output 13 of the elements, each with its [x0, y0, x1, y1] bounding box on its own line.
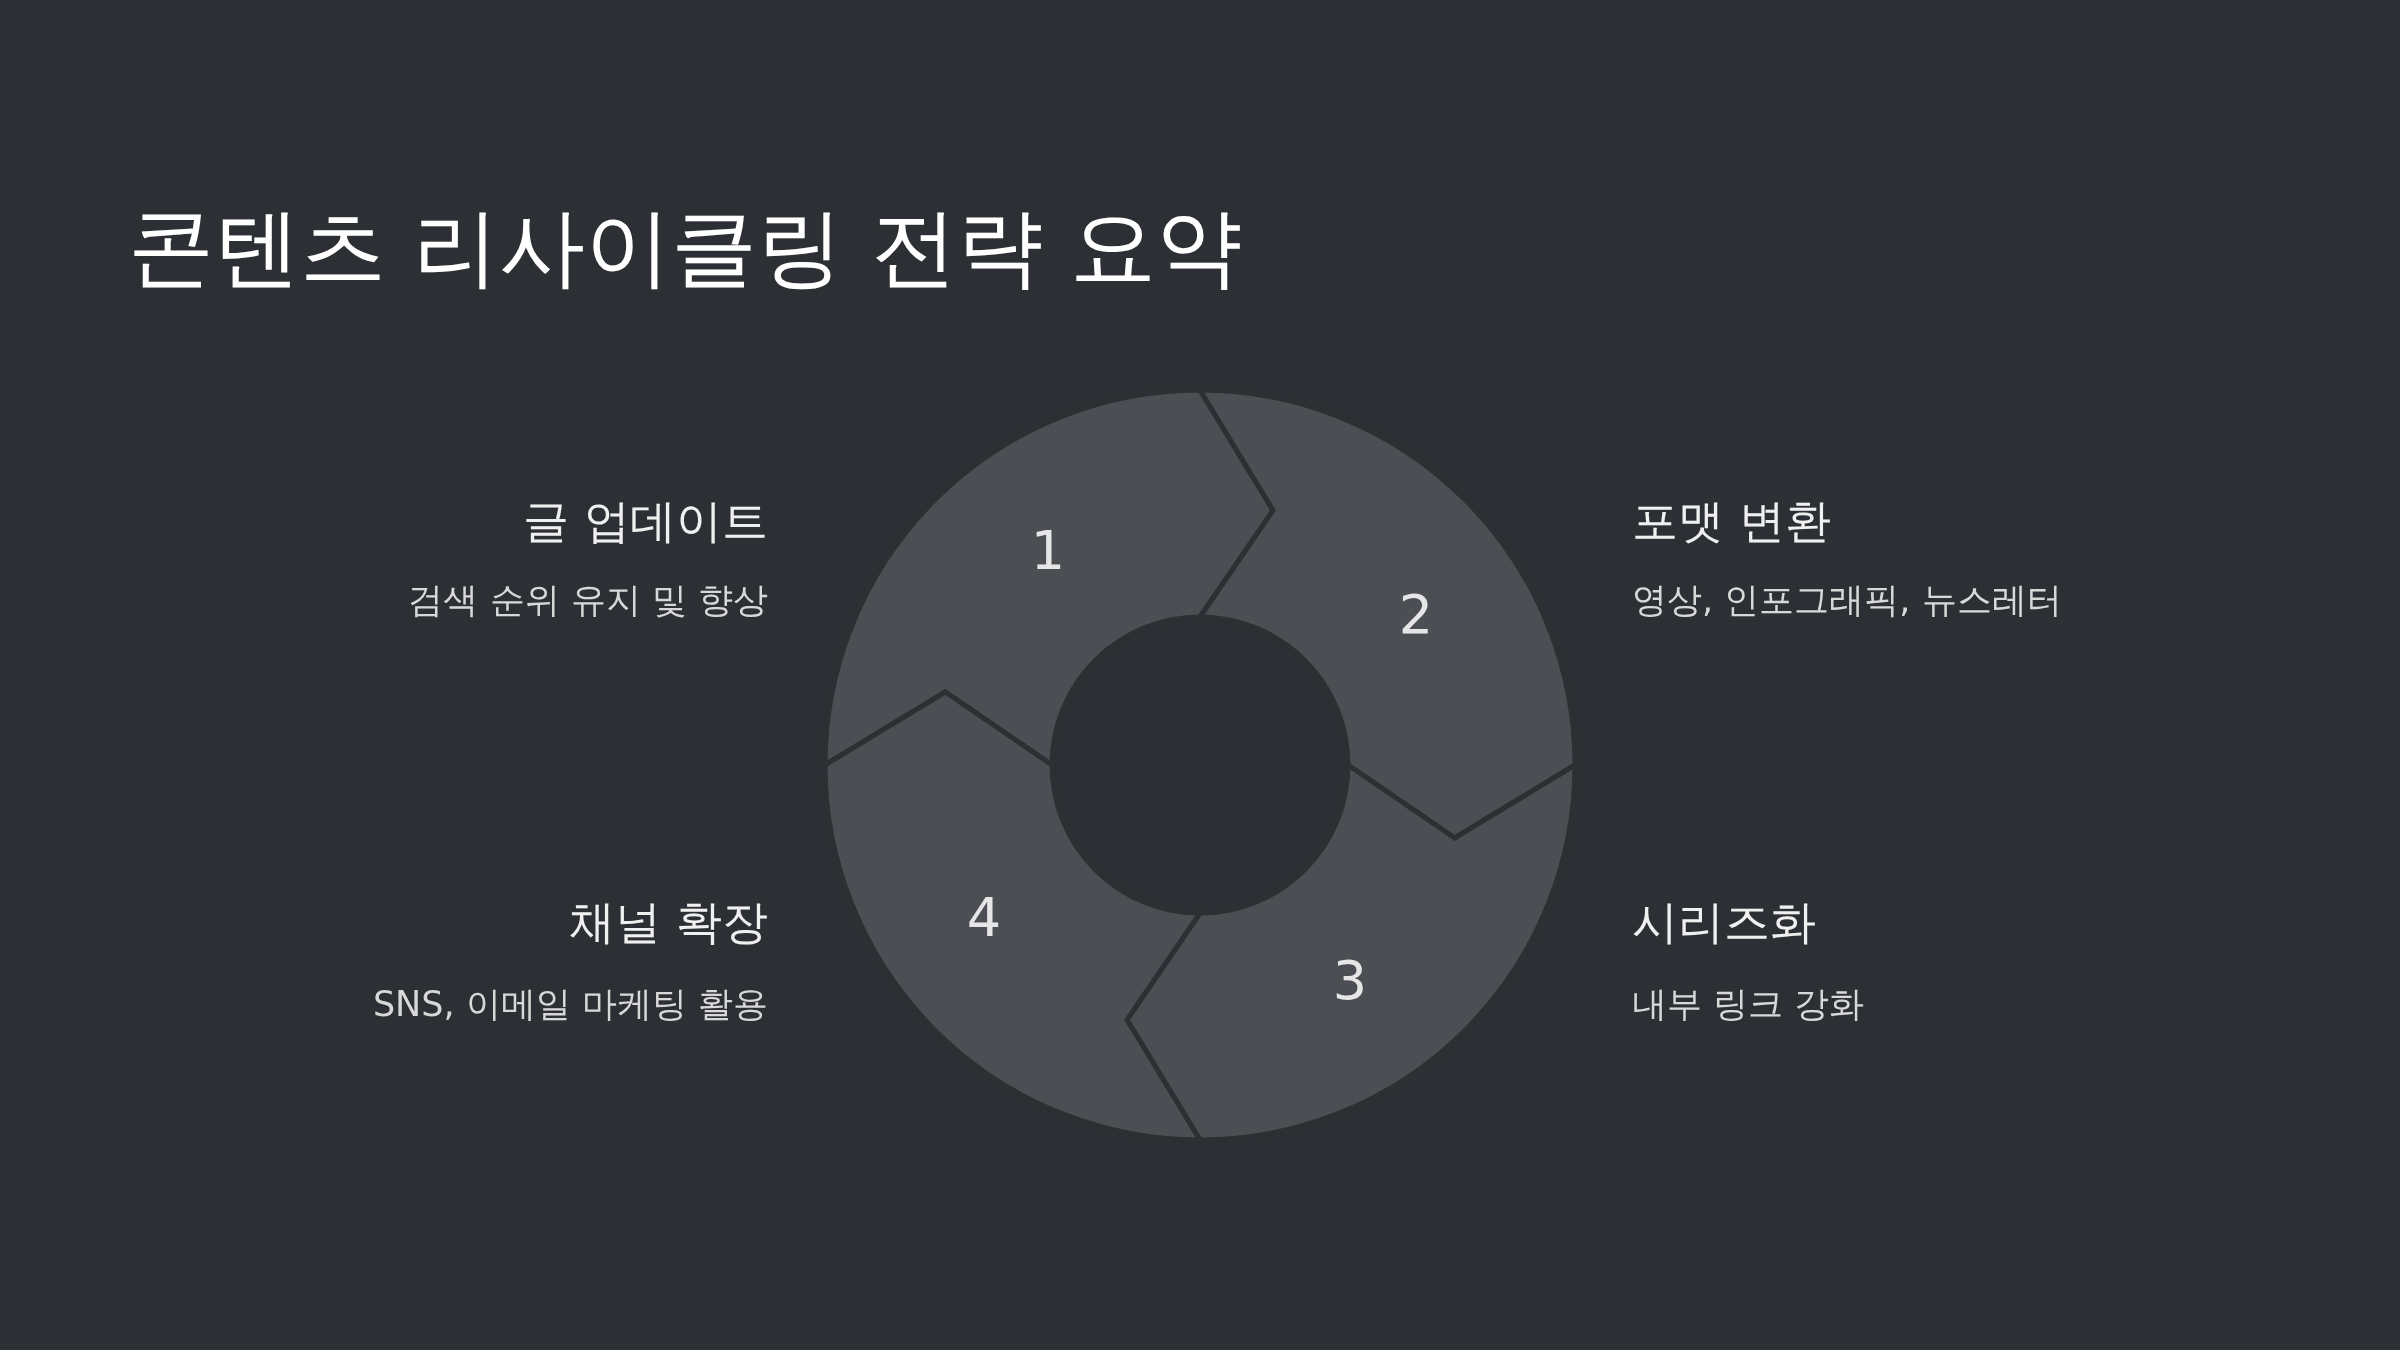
step-description: 검색 순위 유지 및 향상: [408, 579, 768, 621]
step-description: 영상, 인포그래픽, 뉴스레터: [1632, 579, 2062, 621]
step-number: 3: [1332, 954, 1368, 1008]
step-number: 1: [1030, 524, 1066, 578]
step-number: 4: [966, 891, 1002, 945]
step-heading: 시리즈화: [1632, 895, 1816, 951]
step-description: 내부 링크 강화: [1632, 983, 1865, 1025]
step-heading: 채널 확장: [569, 895, 768, 951]
step-description: SNS, 이메일 마케팅 활용: [372, 983, 768, 1025]
step-heading: 글 업데이트: [523, 494, 768, 550]
title: 콘텐츠 리사이클링 전략 요약: [128, 200, 1242, 295]
step-heading: 포맷 변환: [1632, 494, 1831, 550]
step-number: 2: [1398, 588, 1434, 642]
